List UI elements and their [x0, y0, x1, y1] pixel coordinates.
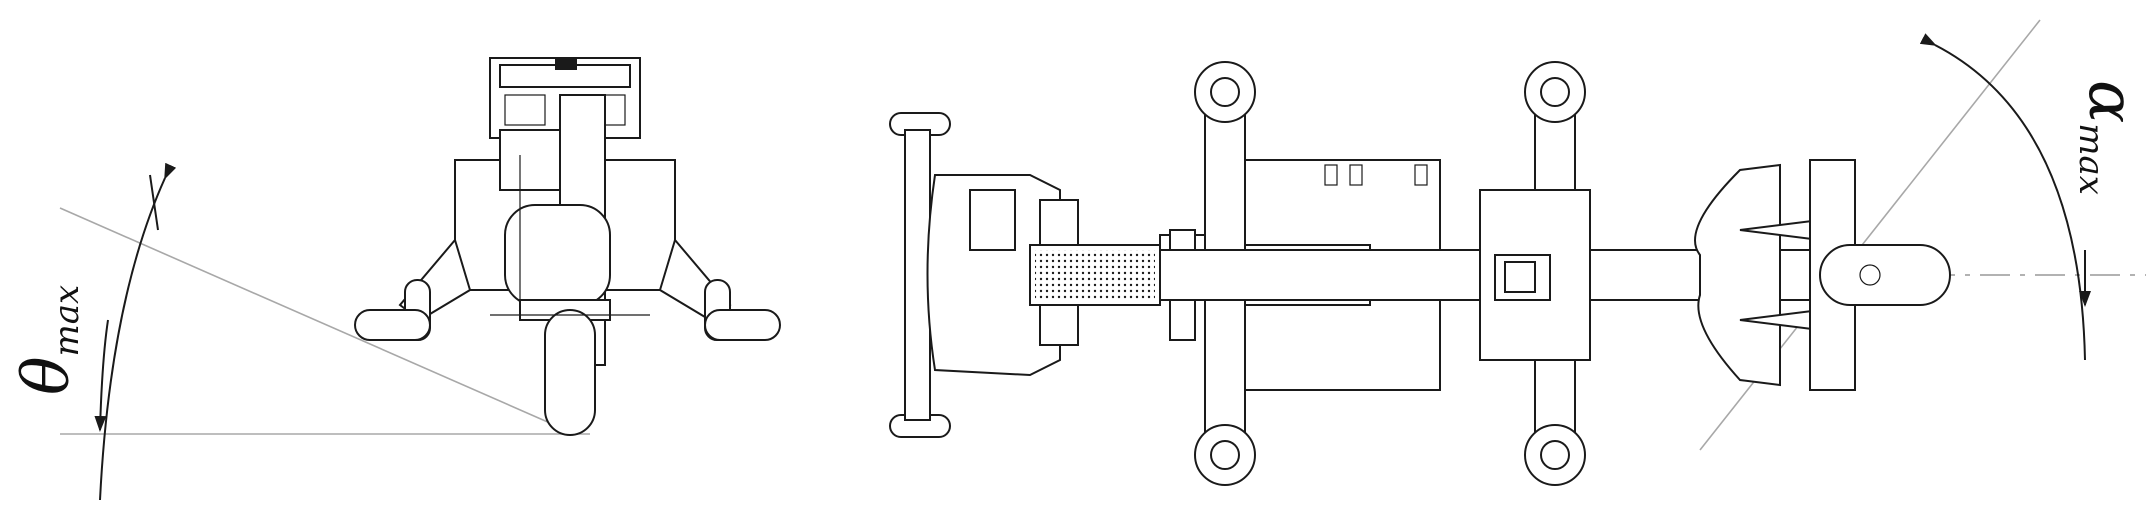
theta-max-label: θmax [10, 285, 87, 395]
alpha-max-arc [1919, 33, 2086, 361]
front-view [59, 57, 781, 501]
theta-max-arc [99, 162, 177, 501]
alpha-max-label: αmax [2071, 80, 2146, 195]
tilted-reference-line [59, 207, 576, 435]
top-view [889, 19, 2146, 486]
